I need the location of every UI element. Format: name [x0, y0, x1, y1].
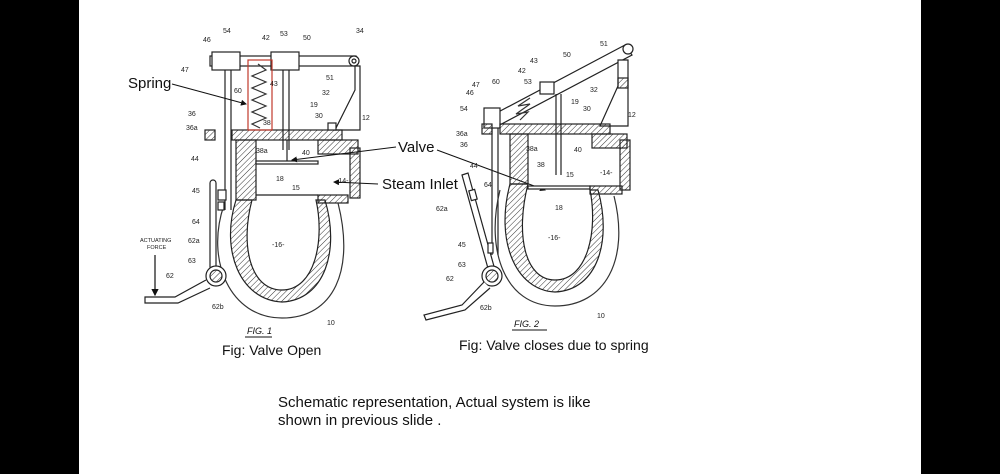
fig2-title: FIG. 2 [514, 319, 539, 329]
part-label: 51 [600, 41, 608, 48]
part-label: 44 [191, 156, 199, 163]
fig1-drawing [144, 51, 361, 319]
part-label: 62 [166, 273, 174, 280]
part-label: 30 [583, 106, 591, 113]
part-label: 42 [518, 68, 526, 75]
part-label: 53 [524, 79, 532, 86]
part-label: 64 [192, 219, 200, 226]
part-label: 38a [256, 148, 268, 155]
spring-highlight-box [247, 59, 273, 131]
part-label: 42 [262, 35, 270, 42]
fig2-valve-disc [527, 185, 591, 190]
part-label: 60 [492, 79, 500, 86]
fig1-block-46 [211, 51, 241, 71]
part-label: 43 [530, 58, 538, 65]
fig1-bowl [229, 199, 332, 303]
part-label: 62a [436, 206, 448, 213]
part-label: 38a [526, 146, 538, 153]
spring-annotation: Spring [128, 75, 171, 92]
part-label: 32 [322, 90, 330, 97]
part-label: 62b [480, 305, 492, 312]
part-label: 54 [460, 106, 468, 113]
fig1-pivot-51 [348, 55, 360, 67]
fig2-drawing [423, 43, 634, 321]
part-label: 43 [270, 81, 278, 88]
actuating-force-label: FORCE [147, 245, 167, 251]
fig1-block-42 [270, 51, 300, 71]
part-label: 62a [188, 238, 200, 245]
part-label: 36a [186, 125, 198, 132]
fig2-bowl [504, 183, 604, 293]
part-label: 34 [356, 28, 364, 35]
part-label: -14- [336, 178, 349, 185]
part-label: 38 [537, 162, 545, 169]
fig2-caption: Fig: Valve closes due to spring [459, 337, 649, 353]
fig1-valve-disc [255, 160, 319, 165]
part-label: 45 [192, 188, 200, 195]
part-label: 15 [566, 172, 574, 179]
part-label: 19 [310, 102, 318, 109]
part-label: 36a [456, 131, 468, 138]
part-label: 51 [326, 75, 334, 82]
part-label: 54 [223, 28, 231, 35]
fig1-plate [231, 129, 343, 141]
part-label: 60 [234, 88, 242, 95]
part-label: 50 [563, 52, 571, 59]
part-label: 40 [302, 150, 310, 157]
part-label: 36 [188, 111, 196, 118]
part-label: 47 [472, 82, 480, 89]
part-label: 46 [203, 37, 211, 44]
part-label: 38 [263, 120, 271, 127]
part-label: 10 [597, 313, 605, 320]
part-label: 63 [188, 258, 196, 265]
part-label: -16- [272, 242, 285, 249]
part-label: 30 [315, 113, 323, 120]
part-label: 18 [276, 176, 284, 183]
valve-annotation: Valve [398, 139, 434, 156]
part-label: 47 [181, 67, 189, 74]
fig2-spring [515, 97, 531, 121]
part-label: 12 [628, 112, 636, 119]
slide-note: Schematic representation, Actual system … [278, 394, 591, 429]
part-label: 18 [555, 205, 563, 212]
part-label: 64 [484, 182, 492, 189]
part-label: -16- [548, 235, 561, 242]
part-label: 62b [212, 304, 224, 311]
part-label: -14- [600, 170, 613, 177]
part-label: 19 [571, 99, 579, 106]
fig1-part-labels: 54 46 42 53 50 34 47 60 43 51 32 19 30 3… [140, 28, 370, 327]
fig1-handle [144, 279, 211, 304]
part-label: 40 [574, 147, 582, 154]
fig2-part-labels: 51 50 43 42 53 47 46 60 32 19 30 54 12 3… [436, 41, 636, 320]
fig1-title: FIG. 1 [247, 326, 272, 336]
part-label: 32 [590, 87, 598, 94]
steam-inlet-annotation: Steam Inlet [382, 176, 459, 193]
part-label: 44 [470, 163, 478, 170]
actuating-force-label: ACTUATING [140, 238, 171, 244]
part-label: 53 [280, 31, 288, 38]
part-label: 36 [460, 142, 468, 149]
part-label: 45 [458, 242, 466, 249]
fig2-handle [423, 281, 491, 321]
part-label: 63 [458, 262, 466, 269]
fig1-caption: Fig: Valve Open [222, 342, 321, 358]
part-label: 46 [466, 90, 474, 97]
part-label: 62 [446, 276, 454, 283]
part-label: 10 [327, 320, 335, 327]
part-label: 50 [303, 35, 311, 42]
part-label: 12 [362, 115, 370, 122]
slide-canvas [79, 0, 921, 474]
part-label: 15 [292, 185, 300, 192]
fig1-spring [250, 63, 268, 129]
